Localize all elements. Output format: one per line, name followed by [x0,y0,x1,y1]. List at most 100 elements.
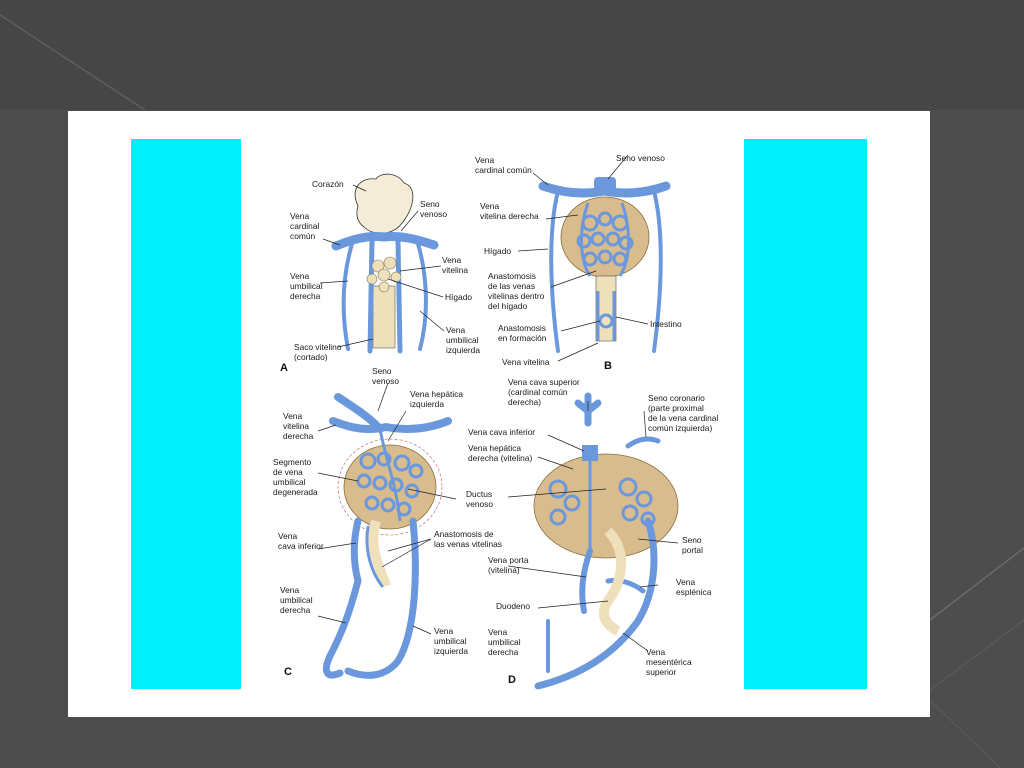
label-segmento-4: degenerada [273,487,318,497]
panel-c: Seno venoso Vena hepática izquierda Vena… [273,366,502,679]
label-vena-umbilical-izquierda-c-2: umbilical [434,636,467,646]
label-vena-umbilical-derecha-c-3: derecha [280,605,311,615]
panel-a: Corazón Seno venoso Vena cardinal común … [280,173,480,374]
label-seno-venoso-c-1: Seno [372,366,392,376]
sinus-stem-c [334,393,384,433]
label-vena-vitelina-derecha-c-2: vitelina [283,421,309,431]
label-segmento-2: de vena [273,467,303,477]
label-vena-cardinal-b-2: cardinal común [475,165,532,175]
decor-line [0,14,146,111]
slide-content: Corazón Seno venoso Vena cardinal común … [68,111,930,717]
label-saco-vitelino-1: Saco vitelino [294,342,342,352]
label-corazon: Corazón [312,179,344,189]
label-vena-cava-inferior-c-1: Vena [278,531,297,541]
sinus-venosus-c [329,417,452,433]
label-ductus-venoso-2: venoso [466,499,493,509]
liver-d [533,453,679,559]
label-vena-cardinal-a-1: Vena [290,211,309,221]
label-anastomosis-b-4: del hígado [488,301,527,311]
label-vena-vitelina-derecha-c-1: Vena [283,411,302,421]
label-vena-mesenterica-3: superior [646,667,676,677]
degenerated-segment-outline [337,438,443,536]
label-vena-umbilical-derecha-c-2: umbilical [280,595,313,605]
label-anastomosis-b-2: de las venas [488,281,535,291]
label-seno-venoso-b: Seno venoso [616,153,665,163]
label-vena-vitelina-a-2: vitelina [442,265,468,275]
label-vena-vitelina-derecha-c-3: derecha [283,431,314,441]
label-anastomosis-formacion-2: en formación [498,333,547,343]
vitelline-network-c [356,428,424,522]
coronary-sinus-d [625,436,661,449]
venous-development-figure: Corazón Seno venoso Vena cardinal común … [273,153,718,690]
label-vena-cava-inferior-d: Vena cava inferior [468,427,535,437]
decor-line [929,547,1024,621]
label-intestino: Intestino [650,319,682,329]
label-vena-esplenica-1: Vena [676,577,695,587]
umbilical-vein-left-b [652,189,663,353]
label-vena-hepatica-izquierda-c-1: Vena hepática [410,389,463,399]
decor-line [929,699,1001,768]
panel-d: Vena cava superior (cardinal común derec… [468,377,718,690]
label-vena-umbilical-derecha-d-2: umbilical [488,637,521,647]
label-vena-porta-2: (vitelina) [488,565,520,575]
umbilical-vein-left-c [344,517,419,679]
label-vena-umbilical-izquierda-c-3: izquierda [434,646,468,656]
label-vena-umbilical-izquierda-a-1: Vena [446,325,465,335]
label-vena-cardinal-a-2: cardinal [290,221,319,231]
label-seno-coronario-1: Seno coronario [648,393,705,403]
label-anastomosis-b-1: Anastomosis [488,271,536,281]
left-cyan-bar [131,139,241,689]
heart-shape [354,173,414,234]
label-segmento-1: Segmento [273,457,312,467]
label-vena-umbilical-derecha-d-1: Vena [488,627,507,637]
gut-c [368,519,391,588]
label-vena-umbilical-derecha-a-3: derecha [290,291,321,301]
panel-letter-d: D [508,674,516,686]
panel-letter-c: C [284,666,292,678]
liver-cords-a [366,256,402,293]
umbilical-vein-left-a [416,242,428,351]
label-seno-coronario-4: común izquierda) [648,423,712,433]
label-seno-portal-1: Seno [682,535,702,545]
portal-vein-d [579,548,593,614]
superior-mesenteric-vein-d [534,517,658,690]
label-higado-a: Hígado [445,292,472,302]
label-vena-vitelina-derecha-b-2: vitelina derecha [480,211,539,221]
label-higado-b: Hígado [484,246,511,256]
label-vena-cardinal-a-3: común [290,231,315,241]
label-vena-umbilical-derecha-c-1: Vena [280,585,299,595]
ivc-top-d [582,445,598,461]
label-anastomosis-c-2: las venas vitelinas [434,539,502,549]
label-anastomosis-formacion-1: Anastomosis [498,323,546,333]
vitelline-remnant-c [365,525,384,588]
label-saco-vitelino-2: (cortado) [294,352,328,362]
label-vena-umbilical-derecha-a-1: Vena [290,271,309,281]
inferior-vena-cava-c [322,517,362,679]
panel-letter-b: B [604,360,612,372]
duodenum-d [598,527,627,636]
panel-letter-a: A [280,362,288,374]
label-vena-hepatica-izquierda-c-2: izquierda [410,399,444,409]
sinus-top-b [594,177,616,191]
panel-b: Vena cardinal común Seno venoso Vena vit… [475,153,682,372]
label-duodeno: Duodeno [496,601,530,611]
label-segmento-3: umbilical [273,477,306,487]
label-vena-hepatica-derecha-2: derecha (vitelina) [468,453,532,463]
sinus-venosus-a [331,232,439,251]
label-ductus-venoso-1: Ductus [466,489,492,499]
yolk-stalk [372,285,396,349]
label-vena-mesenterica-1: Vena [646,647,665,657]
vitelline-network-b [576,202,634,341]
label-vena-hepatica-derecha-1: Vena hepática [468,443,521,453]
label-vena-vitelina-b: Vena vitelina [502,357,550,367]
decor-line [929,619,1024,691]
label-vena-umbilical-izquierda-c-1: Vena [434,626,453,636]
label-vena-mesenterica-2: mesentérica [646,657,692,667]
label-vena-cava-inferior-c-2: cava inferior [278,541,324,551]
label-anastomosis-b-3: vitelinas dentro [488,291,545,301]
label-vena-vitelina-derecha-b-1: Vena [480,201,499,211]
label-vena-cava-superior-2: (cardinal común [508,387,568,397]
label-vena-umbilical-derecha-a-2: umbilical [290,281,323,291]
splenic-vein-d [605,578,646,594]
label-seno-venoso-a-1: Seno [420,199,440,209]
